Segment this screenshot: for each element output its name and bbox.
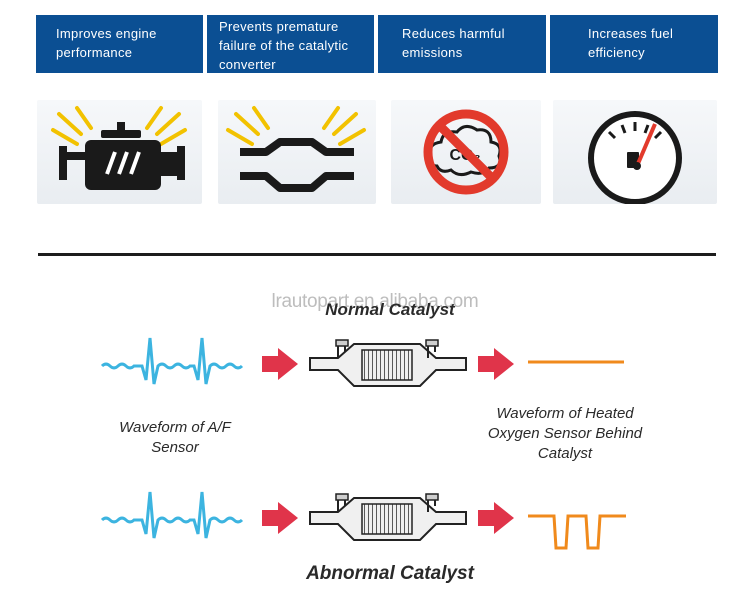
arrow-normal-out [478, 348, 514, 380]
abnormal-catalyst-title: Abnormal Catalyst [306, 563, 474, 584]
benefit-header-emissions: Reduces harmful emissions [378, 15, 546, 73]
af-waveform-normal [100, 337, 244, 385]
watermark: lrautopart.en.alibaba.com [271, 291, 479, 312]
af-waveform-abnormal [100, 491, 244, 539]
catalytic-converter-abnormal [309, 493, 467, 541]
arrow-abnormal-in [262, 502, 298, 534]
catalytic-converter-icon [226, 106, 366, 192]
fuel-efficiency-tile [553, 100, 717, 204]
af-sensor-caption: Waveform of A/F Sensor [119, 419, 231, 456]
normal-catalyst-title: Normal Catalyst [325, 300, 455, 319]
benefit-header-catalytic-converter: Prevents premature failure of the cataly… [207, 15, 374, 73]
engine-tile [37, 100, 202, 204]
fuel-gauge-icon [588, 111, 682, 204]
arrow-normal-in [262, 348, 298, 380]
catalytic-tile [218, 100, 376, 204]
engine-icon [51, 106, 187, 190]
section-divider [38, 253, 716, 256]
ho2-waveform-abnormal [528, 514, 626, 550]
benefit-header-engine-performance: Improves engine performance [36, 15, 203, 73]
emissions-tile: CO₂ [391, 100, 541, 204]
ho2-sensor-caption: Waveform of Heated Oxygen Sensor Behind … [487, 405, 643, 462]
arrow-abnormal-out [478, 502, 514, 534]
no-co2-icon: CO₂ [423, 109, 509, 195]
benefit-header-fuel-efficiency: Increases fuel efficiency [550, 15, 718, 73]
catalytic-converter-normal [309, 339, 467, 387]
